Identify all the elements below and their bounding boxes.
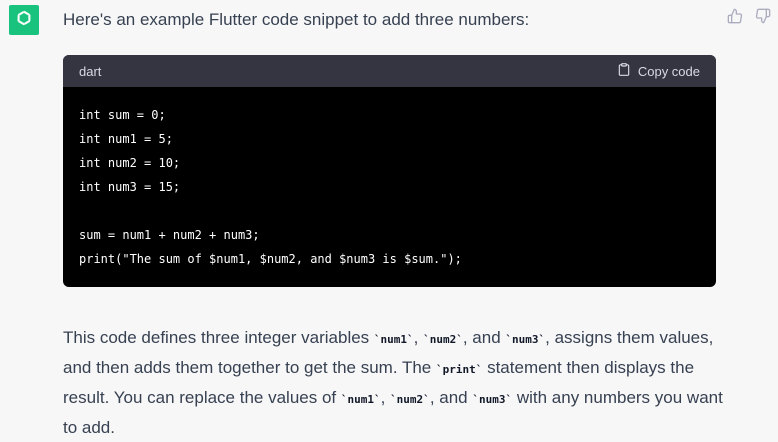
code-block: dart Copy code int sum = 0; int num1 = 5… bbox=[63, 55, 716, 287]
explanation-text: , bbox=[380, 388, 391, 407]
code-line: print("The sum of $num1, $num2, and $num… bbox=[79, 252, 462, 266]
copy-code-button[interactable]: Copy code bbox=[617, 62, 700, 80]
explanation-text: , bbox=[413, 328, 424, 347]
copy-code-label: Copy code bbox=[637, 63, 700, 79]
code-line: int num1 = 5; bbox=[79, 132, 173, 146]
code-header: dart Copy code bbox=[63, 55, 716, 87]
explanation-text: statement then displays the result. You … bbox=[63, 358, 695, 407]
clipboard-icon bbox=[617, 62, 631, 80]
feedback-buttons bbox=[726, 8, 772, 29]
thumbs-down-button[interactable] bbox=[754, 8, 772, 29]
thumbs-down-icon bbox=[755, 8, 771, 29]
assistant-intro-text: Here's an example Flutter code snippet t… bbox=[63, 10, 530, 29]
explanation-text: , and bbox=[429, 388, 473, 407]
inline-code: `num1` bbox=[340, 393, 381, 406]
code-line: int num3 = 15; bbox=[79, 180, 181, 194]
explanation-paragraph: This code defines three integer variable… bbox=[63, 324, 723, 442]
thumbs-up-icon bbox=[727, 8, 743, 29]
explanation-text: , assigns them values, and then adds the… bbox=[63, 328, 714, 377]
inline-code: `print` bbox=[436, 363, 483, 376]
code-language-label: dart bbox=[79, 63, 102, 79]
explanation-text: This code defines three integer variable… bbox=[63, 328, 374, 347]
explanation-text: , and bbox=[462, 328, 506, 347]
assistant-avatar bbox=[9, 5, 39, 35]
code-line bbox=[79, 199, 700, 223]
code-line: sum = num1 + num2 + num3; bbox=[79, 228, 260, 242]
inline-code: `num2` bbox=[423, 333, 463, 346]
code-line: int num2 = 10; bbox=[79, 156, 181, 170]
code-content: int sum = 0; int num1 = 5; int num2 = 10… bbox=[63, 87, 716, 271]
thumbs-up-button[interactable] bbox=[726, 8, 744, 29]
openai-logo-icon bbox=[14, 8, 34, 33]
inline-code: `num3` bbox=[472, 393, 513, 406]
inline-code: `num1` bbox=[373, 333, 414, 346]
code-line: int sum = 0; bbox=[79, 108, 166, 122]
inline-code: `num2` bbox=[390, 393, 430, 406]
inline-code: `num3` bbox=[505, 333, 546, 346]
